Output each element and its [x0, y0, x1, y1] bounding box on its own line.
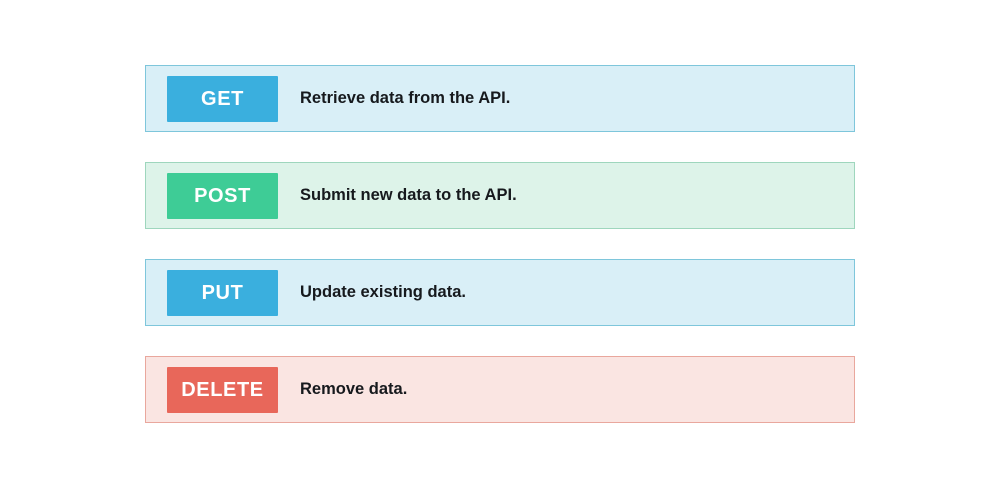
- http-methods-list: GET Retrieve data from the API. POST Sub…: [145, 65, 855, 423]
- method-row[interactable]: POST Submit new data to the API.: [145, 162, 855, 229]
- method-row[interactable]: PUT Update existing data.: [145, 259, 855, 326]
- method-description: Retrieve data from the API.: [300, 88, 511, 107]
- method-description: Update existing data.: [300, 282, 466, 301]
- method-badge-post[interactable]: POST: [167, 172, 278, 219]
- method-badge-put[interactable]: PUT: [167, 269, 278, 316]
- method-badge-get[interactable]: GET: [167, 75, 278, 122]
- method-row[interactable]: GET Retrieve data from the API.: [145, 65, 855, 132]
- method-badge-delete[interactable]: DELETE: [167, 366, 278, 413]
- method-row[interactable]: DELETE Remove data.: [145, 356, 855, 423]
- method-description: Remove data.: [300, 379, 408, 398]
- method-description: Submit new data to the API.: [300, 185, 517, 204]
